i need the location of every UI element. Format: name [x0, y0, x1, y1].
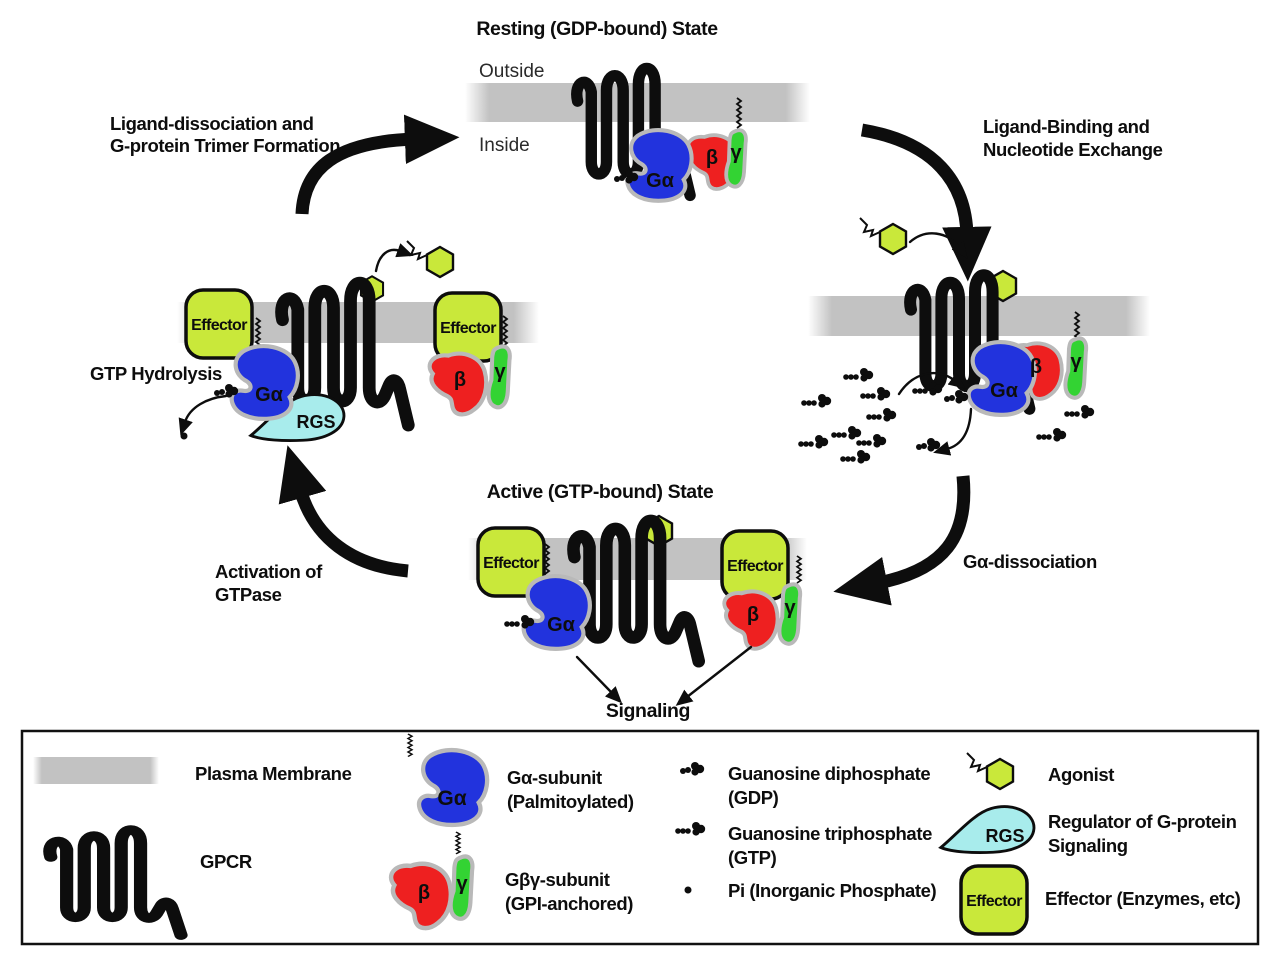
cycle-arrow-bottom-left — [278, 445, 409, 578]
legend-g-alpha-line1: Gα-subunit — [507, 767, 602, 788]
pi-icon — [180, 432, 188, 440]
leaving-agonist-icon — [405, 239, 455, 279]
ligand-binding-line2: Nucleotide Exchange — [983, 139, 1163, 160]
active-state: Active (GTP-bound) State Effector Effect… — [468, 481, 807, 722]
transition-gtpase-activation: Activation of GTPase — [215, 445, 409, 605]
gamma-label: γ — [1070, 351, 1082, 373]
gtp-icon — [801, 394, 832, 408]
gtpase-activation-line1: Activation of — [215, 561, 323, 582]
beta-label: β — [454, 369, 466, 391]
ligand-dissociation-line1: Ligand-dissociation and — [110, 113, 314, 134]
effector-left: Effector — [476, 526, 546, 598]
gdp-icon — [916, 438, 941, 452]
cycle-arrow-top-left — [295, 114, 460, 215]
cycle-arrow-top-right — [860, 123, 992, 282]
legend-gbg-line1: Gβγ-subunit — [505, 869, 610, 890]
gtp-icon — [798, 435, 829, 449]
active-state-title: Active (GTP-bound) State — [487, 481, 714, 503]
legend-gamma-label: γ — [456, 873, 468, 895]
gtp-hydrolysis-state: GTP Hydrolysis Effector Effector Gα RGS … — [90, 239, 539, 443]
gamma-label: γ — [784, 597, 796, 619]
g-alpha-subunit — [232, 346, 298, 419]
plasma-membrane-icon — [33, 757, 159, 784]
cycle-arrow-bottom-right — [833, 475, 971, 606]
transition-ga-dissociation: Gα-dissociation — [833, 475, 1097, 606]
gtp-icon — [860, 387, 891, 401]
pi-icon — [684, 886, 692, 894]
effector-right: Effector — [433, 291, 503, 363]
legend-gtp-line2: (GTP) — [728, 847, 777, 868]
legend-agonist-label: Agonist — [1048, 764, 1114, 785]
effector-box — [476, 526, 546, 598]
resting-state: Resting (GDP-bound) State Outside Inside… — [465, 18, 810, 201]
effector-box — [959, 864, 1029, 936]
g-alpha-subunit — [524, 576, 590, 649]
effector-label: Effector — [483, 555, 539, 572]
legend-box — [20, 729, 1260, 946]
gtp-icon — [831, 426, 862, 440]
effector-left: Effector — [184, 288, 254, 360]
effector-label: Effector — [727, 558, 783, 575]
effector-label: Effector — [966, 893, 1022, 910]
g-alpha-label: Gα — [547, 614, 576, 636]
g-alpha-label: Gα — [255, 384, 284, 406]
effector-box — [184, 288, 254, 360]
beta-label: β — [747, 604, 759, 626]
effector-legend-item: Effector — [959, 864, 1029, 936]
transition-ligand-binding: Ligand-Binding and Nucleotide Exchange — [858, 116, 1163, 282]
signaling-arrow-right — [675, 645, 753, 706]
legend-gbg-line2: (GPI-anchored) — [505, 893, 633, 914]
gdp-icon — [944, 390, 969, 404]
g-alpha-label: Gα — [990, 380, 1019, 402]
resting-state-title: Resting (GDP-bound) State — [476, 18, 718, 40]
legend-g-alpha-label: Gα — [437, 787, 466, 810]
outside-label: Outside — [479, 61, 544, 82]
legend-effector-label: Effector (Enzymes, etc) — [1045, 888, 1241, 909]
legend-gdp-line1: Guanosine diphosphate — [728, 763, 930, 784]
nucleotide-exchange-state: Gα β γ — [798, 271, 1150, 464]
gamma-label: γ — [730, 142, 742, 164]
gtp-icon — [1036, 428, 1067, 442]
legend-gdp-line2: (GDP) — [728, 787, 779, 808]
agonist-leaving-arrow — [374, 243, 414, 273]
ligand-dissociation-line2: G-protein Trimer Formation — [110, 135, 340, 156]
gtp-hydrolysis-label: GTP Hydrolysis — [90, 363, 222, 384]
signaling-arrow-left — [575, 655, 623, 704]
legend-gtp-line1: Guanosine triphosphate — [728, 823, 932, 844]
pi-release-arrow — [178, 394, 228, 436]
effector-label: Effector — [440, 320, 496, 337]
rgs-label: RGS — [296, 412, 335, 432]
ga-dissociation-label: Gα-dissociation — [963, 551, 1097, 572]
inside-label: Inside — [479, 135, 530, 156]
gtp-icon — [840, 450, 871, 464]
effector-right: Effector — [720, 529, 790, 601]
gamma-label: γ — [494, 361, 506, 383]
legend: Plasma Membrane GPCR Gα Gα-subunit (Palm… — [20, 729, 1260, 946]
legend-pi-label: Pi (Inorganic Phosphate) — [728, 880, 937, 901]
gtp-icon — [843, 368, 874, 382]
gtpase-activation-line2: GTPase — [215, 584, 282, 605]
gdp-out-arrow — [933, 407, 973, 456]
legend-rgs-line2: Signaling — [1048, 835, 1128, 856]
gtp-in-arrow — [897, 371, 966, 396]
legend-gpcr-label: GPCR — [200, 851, 252, 872]
g-alpha-label: Gα — [646, 170, 675, 192]
gtp-icon — [856, 434, 887, 448]
gtp-icon — [866, 408, 897, 422]
effector-label: Effector — [191, 317, 247, 334]
legend-plasma-membrane-label: Plasma Membrane — [195, 763, 352, 784]
signaling-label: Signaling — [606, 700, 690, 722]
beta-label: β — [706, 147, 718, 169]
ligand-binding-line1: Ligand-Binding and — [983, 116, 1150, 137]
legend-rgs-line1: Regulator of G-protein — [1048, 811, 1237, 832]
legend-g-alpha-line2: (Palmitoylated) — [507, 791, 634, 812]
beta-label: β — [1030, 356, 1042, 378]
gtp-icon — [1064, 405, 1095, 419]
agonist-binding-arrow — [908, 232, 968, 259]
agonist-icon — [858, 216, 908, 256]
legend-beta-label: β — [418, 882, 430, 904]
legend-rgs-label: RGS — [985, 826, 1024, 846]
transition-ligand-dissociation: Ligand-dissociation and G-protein Trimer… — [110, 113, 460, 215]
